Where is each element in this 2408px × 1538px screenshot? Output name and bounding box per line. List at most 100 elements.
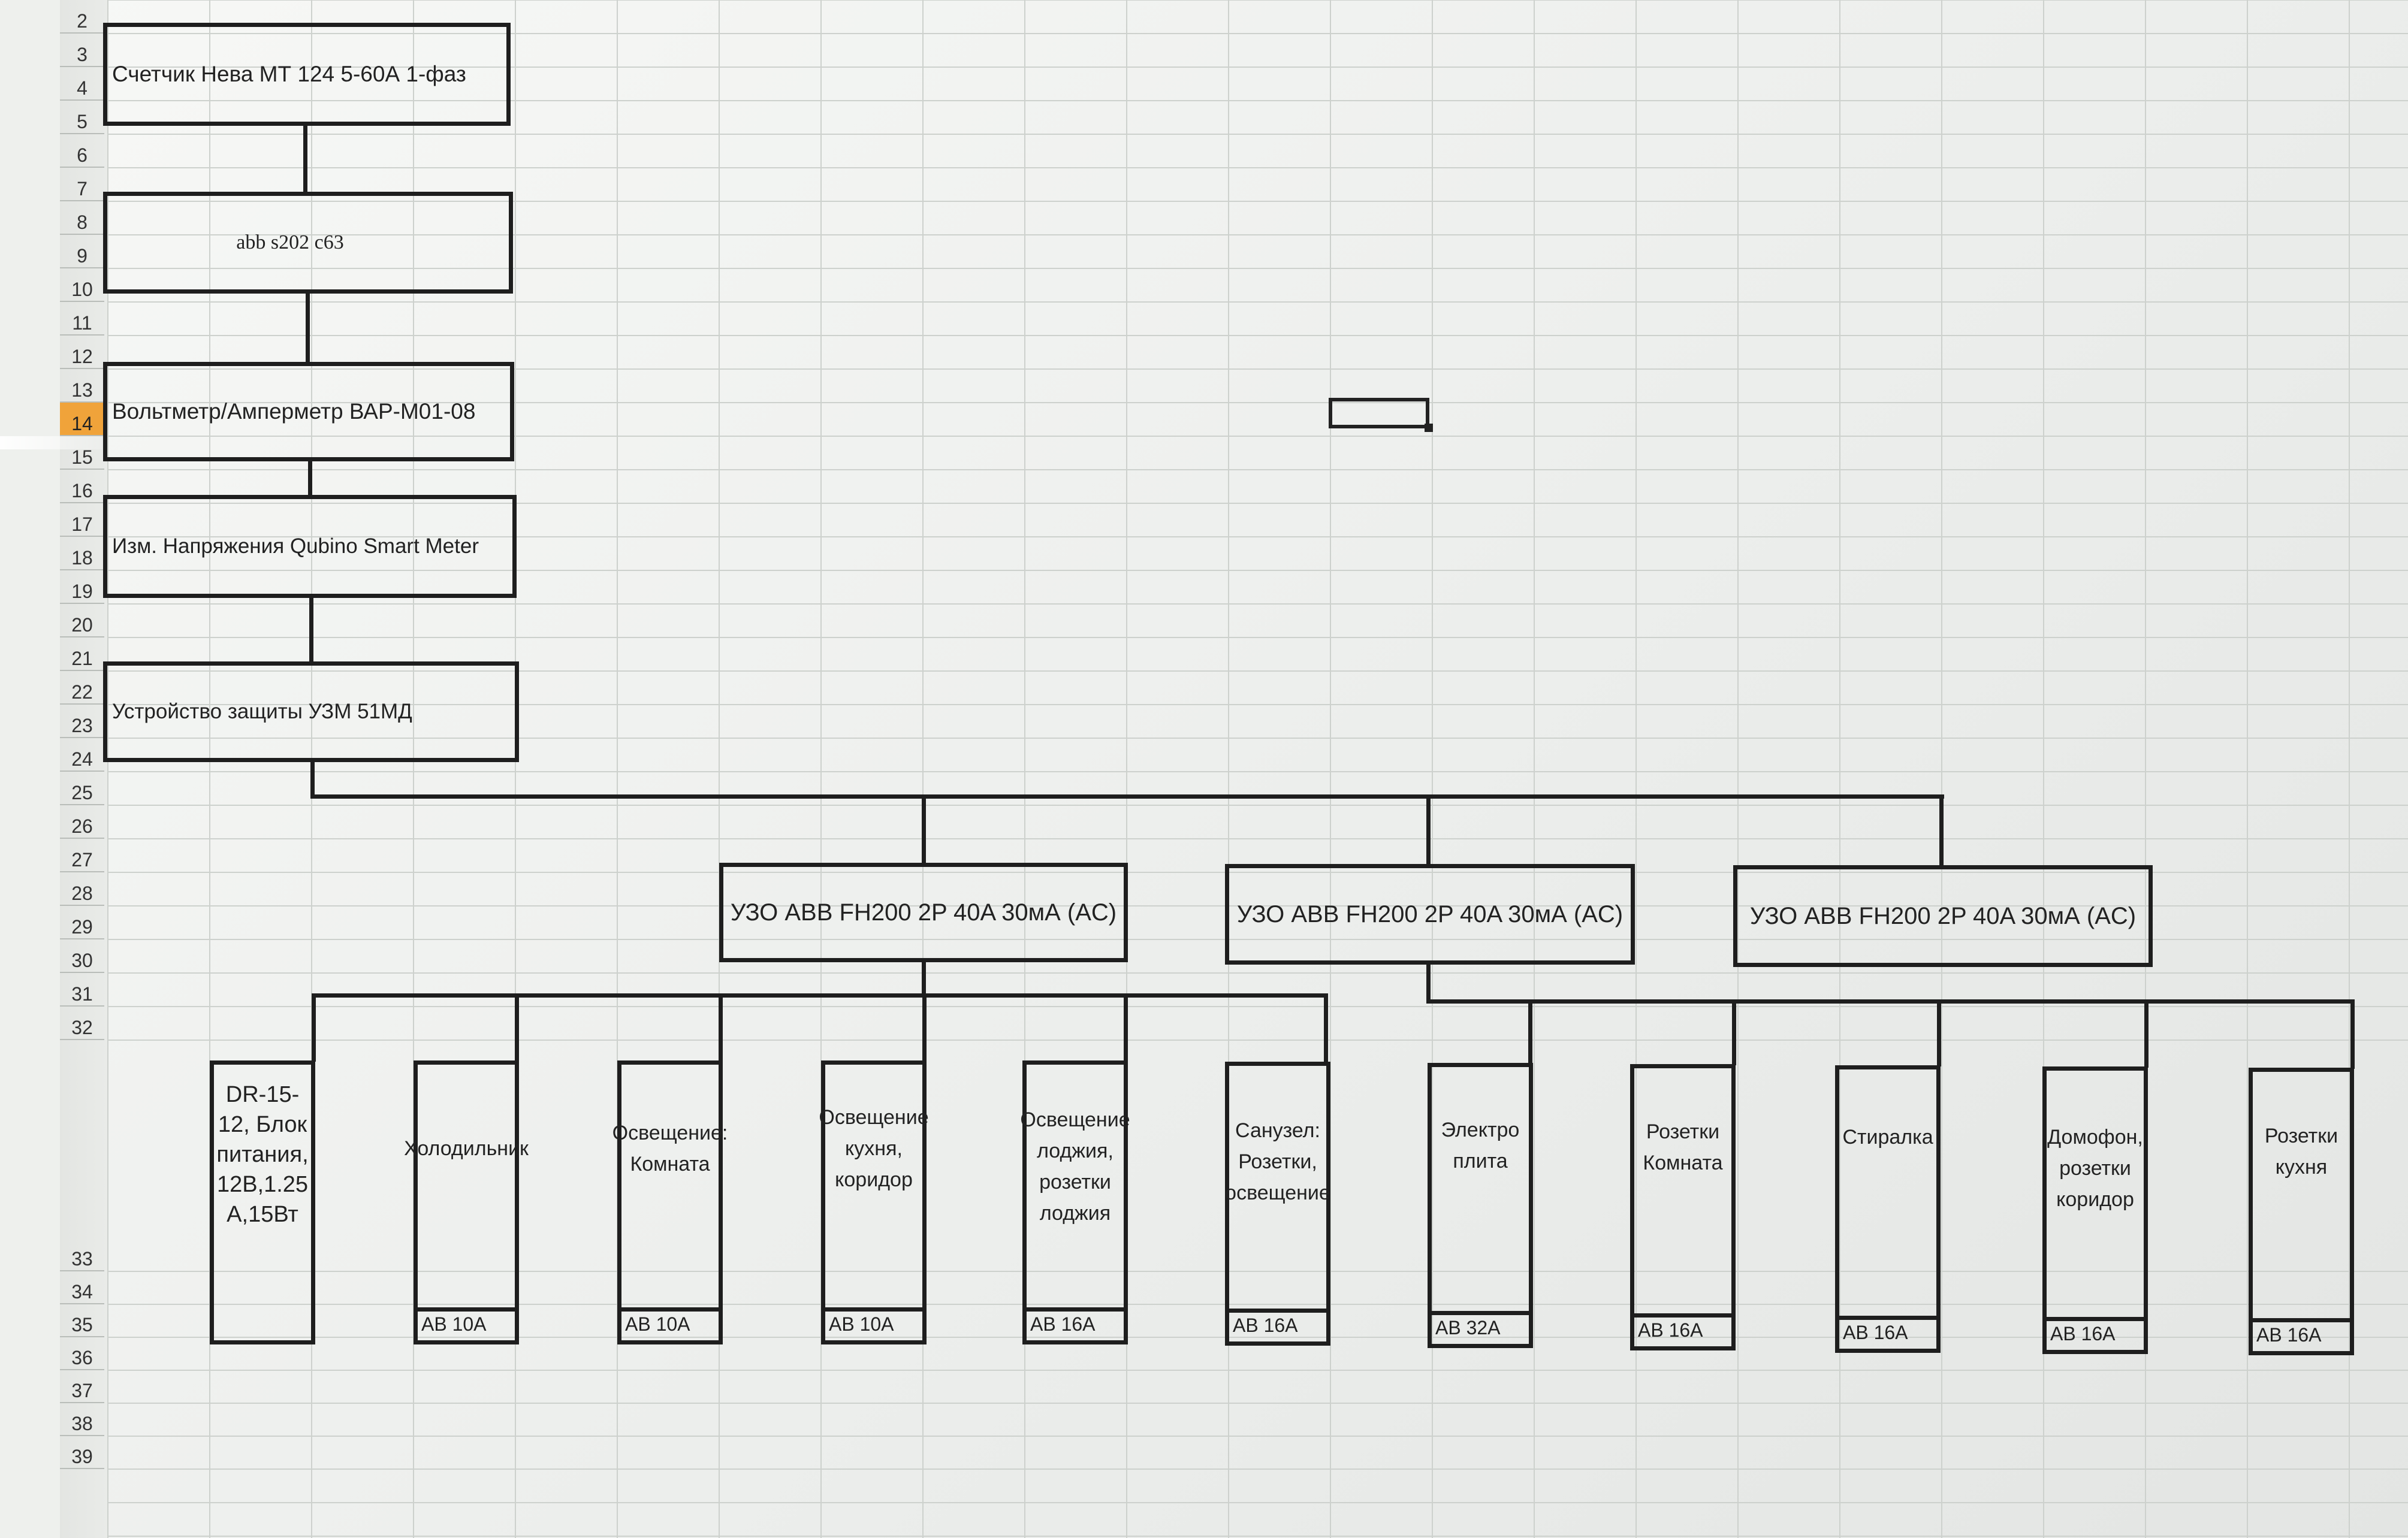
branch-label-5: Освещение лоджия, розетки лоджия xyxy=(1020,1108,1130,1225)
connector-voltmeter-smartmeter xyxy=(308,460,312,496)
rcd-box-2: УЗО ABB FH200 2P 40A 30мА (AC) xyxy=(1225,864,1635,965)
smart-meter-label: Изм. Напряжения Qubino Smart Meter xyxy=(112,534,479,558)
row-number[interactable]: 25 xyxy=(60,772,104,805)
row-number[interactable]: 32 xyxy=(60,1007,104,1040)
smart-meter-box: Изм. Напряжения Qubino Smart Meter xyxy=(103,495,517,598)
fill-handle[interactable] xyxy=(1425,424,1433,432)
row-number[interactable]: 17 xyxy=(60,503,104,537)
rcd2-drop-2 xyxy=(1732,999,1736,1065)
selected-cell[interactable] xyxy=(1329,398,1429,428)
row-number[interactable]: 29 xyxy=(60,906,104,939)
row-number[interactable]: 21 xyxy=(60,637,104,671)
row-number[interactable]: 28 xyxy=(60,872,104,906)
rcd23-bus xyxy=(1426,999,2354,1004)
rcd1-drop-5 xyxy=(1124,993,1128,1062)
branch-label-8: Розетки Комната xyxy=(1643,1120,1723,1174)
connector-breaker-voltmeter xyxy=(306,292,310,363)
row-number[interactable]: 38 xyxy=(60,1403,104,1436)
row-number[interactable]: 2 xyxy=(60,0,104,34)
row-number[interactable]: 20 xyxy=(60,604,104,637)
branch-box-6: Санузел: Розетки, освещение АВ 16А xyxy=(1225,1062,1330,1346)
rcd1-drop-6 xyxy=(1324,993,1328,1063)
branch-label-6: Санузел: Розетки, освещение xyxy=(1225,1119,1330,1204)
row-number[interactable]: 5 xyxy=(60,101,104,134)
connector-relay-bus xyxy=(310,761,315,798)
row-number[interactable]: 23 xyxy=(60,705,104,738)
row-number[interactable]: 3 xyxy=(60,34,104,67)
voltage-relay-box: Устройство защиты УЗМ 51МД xyxy=(103,661,519,762)
row-number[interactable]: 22 xyxy=(60,671,104,705)
row-number[interactable]: 34 xyxy=(60,1271,104,1304)
row-number[interactable]: 4 xyxy=(60,67,104,101)
row-number[interactable]: 37 xyxy=(60,1370,104,1403)
branch-box-11: Розетки кухня АВ 16А xyxy=(2249,1068,2354,1355)
rcd2-drop-1 xyxy=(1528,999,1532,1064)
branch-label-7: Электро плита xyxy=(1441,1119,1520,1173)
bus-drop-rcd-1 xyxy=(922,794,926,864)
row-number[interactable]: 9 xyxy=(60,235,104,268)
row-number[interactable]: 16 xyxy=(60,470,104,503)
meter-box: Счетчик Нева МТ 124 5-60А 1-фаз xyxy=(103,23,511,126)
branch-rating-8: АВ 16А xyxy=(1634,1313,1731,1346)
rcd-label-3: УЗО ABB FH200 2P 40A 30мА (AC) xyxy=(1749,902,2137,929)
branch-box-4: Освещение кухня, коридор АВ 10А xyxy=(819,1060,929,1344)
branch-label-11: Розетки кухня xyxy=(2264,1125,2338,1179)
row-number[interactable]: 7 xyxy=(60,168,104,201)
branch-rating-4: АВ 10А xyxy=(825,1307,922,1340)
connector-meter-breaker xyxy=(303,125,307,193)
branch-box-10: Домофон, розетки коридор АВ 16А xyxy=(2042,1066,2148,1354)
branch-rating-3: АВ 10А xyxy=(621,1307,719,1340)
branch-label-2: Холодильник xyxy=(404,1137,529,1160)
main-bus xyxy=(310,794,1944,799)
row-number[interactable]: 35 xyxy=(60,1304,104,1337)
meter-label: Счетчик Нева МТ 124 5-60А 1-фаз xyxy=(112,62,466,86)
volt-ammeter-label: Вольтметр/Амперметр ВАР-М01-08 xyxy=(112,399,476,424)
row-number[interactable]: 36 xyxy=(60,1337,104,1370)
row-number[interactable]: 26 xyxy=(60,805,104,839)
bus-drop-rcd-3 xyxy=(1939,794,1944,866)
rcd-label-2: УЗО ABB FH200 2P 40A 30мА (AC) xyxy=(1236,901,1624,927)
branch-label-10: Домофон, розетки коридор xyxy=(2047,1126,2143,1211)
connector-smartmeter-relay xyxy=(309,597,313,663)
row-number[interactable]: 18 xyxy=(60,537,104,570)
row-number[interactable]: 24 xyxy=(60,738,104,772)
row-number[interactable]: 27 xyxy=(60,839,104,872)
row-number[interactable]: 10 xyxy=(60,268,104,302)
rcd1-drop-4 xyxy=(922,993,927,1062)
branch-box-3: Освещение: Комната АВ 10А xyxy=(612,1060,728,1344)
rcd1-drop-3 xyxy=(719,993,723,1062)
row-number[interactable]: 14 xyxy=(60,403,104,436)
branch-label-3: Освещение: Комната xyxy=(612,1122,728,1176)
branch-rating-2: АВ 10А xyxy=(418,1307,515,1340)
row-number[interactable]: 30 xyxy=(60,939,104,973)
rcd1-drop-2 xyxy=(515,993,519,1062)
row-number[interactable]: 11 xyxy=(60,302,104,336)
row-number[interactable]: 6 xyxy=(60,134,104,168)
branch-box-7: Электро плита АВ 32А xyxy=(1428,1063,1533,1348)
branch-rating-7: АВ 32А xyxy=(1432,1311,1529,1344)
row-number[interactable]: 8 xyxy=(60,201,104,235)
branch-label-9: Стиралка xyxy=(1842,1126,1933,1149)
row-number[interactable]: 15 xyxy=(60,436,104,470)
row-number[interactable]: 19 xyxy=(60,570,104,604)
row-number[interactable]: 12 xyxy=(60,336,104,369)
branch-rating-11: АВ 16А xyxy=(2253,1318,2350,1351)
row-number[interactable]: 13 xyxy=(60,369,104,403)
row-number[interactable]: 31 xyxy=(60,973,104,1007)
rcd-box-1: УЗО ABB FH200 2P 40A 30мА (AC) xyxy=(719,863,1128,962)
row-number[interactable]: 33 xyxy=(60,1040,104,1271)
rcd2-output xyxy=(1426,963,1431,1002)
row-number[interactable]: 39 xyxy=(60,1436,104,1469)
rcd1-output xyxy=(922,961,926,997)
branch-box-5: Освещение лоджия, розетки лоджия АВ 16А xyxy=(1020,1060,1130,1344)
rcd3-drop-2 xyxy=(2144,999,2149,1068)
branch-rating-9: АВ 16А xyxy=(1839,1316,1936,1349)
branch-label-1: DR-15-12, Блок питания, 12В,1.25 А,15Вт xyxy=(216,1082,309,1227)
volt-ammeter-box: Вольтметр/Амперметр ВАР-М01-08 xyxy=(103,362,514,461)
branch-rating-10: АВ 16А xyxy=(2047,1317,2144,1350)
voltage-relay-label: Устройство защиты УЗМ 51МД xyxy=(112,700,412,723)
branch-rating-5: АВ 16А xyxy=(1027,1307,1124,1340)
branch-rating-6: АВ 16А xyxy=(1229,1309,1326,1341)
